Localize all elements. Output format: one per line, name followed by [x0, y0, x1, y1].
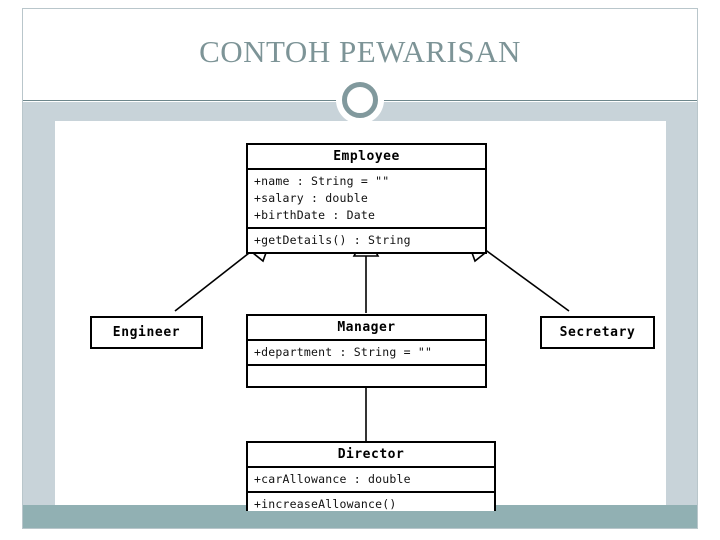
uml-operations: +increaseAllowance(): [248, 491, 494, 511]
uml-class-manager[interactable]: Manager +department : String = "": [246, 314, 487, 388]
uml-attribute: +department : String = "": [254, 345, 433, 359]
ring-icon: [342, 82, 378, 118]
uml-operation: +increaseAllowance(): [254, 497, 397, 511]
uml-class-name: Secretary: [559, 325, 636, 340]
uml-diagram: Employee +name : String = "" +salary : d…: [55, 121, 666, 511]
uml-attributes: +name : String = "" +salary : double +bi…: [248, 168, 485, 227]
uml-attribute: +birthDate : Date: [254, 208, 376, 222]
uml-class-director[interactable]: Director +carAllowance : double +increas…: [246, 441, 496, 511]
uml-class-engineer[interactable]: Engineer: [90, 316, 203, 349]
uml-class-secretary[interactable]: Secretary: [540, 316, 655, 349]
uml-class-employee[interactable]: Employee +name : String = "" +salary : d…: [246, 143, 487, 254]
uml-class-name: Engineer: [112, 325, 181, 340]
uml-operations: +getDetails() : String: [248, 227, 485, 252]
uml-operation: +getDetails() : String: [254, 233, 411, 247]
uml-class-name: Employee: [333, 149, 400, 164]
page-title: CONTOH PEWARISAN: [199, 34, 521, 69]
edge-engineer-employee: [174, 245, 259, 312]
uml-class-name: Manager: [337, 320, 396, 335]
uml-attribute: +salary : double: [254, 191, 368, 205]
edge-secretary-employee: [479, 245, 570, 312]
uml-attributes: +department : String = "": [248, 339, 485, 364]
uml-attributes: +carAllowance : double: [248, 466, 494, 491]
uml-operations: [248, 364, 485, 386]
uml-attribute: +carAllowance : double: [254, 472, 411, 486]
uml-attribute: +name : String = "": [254, 174, 390, 188]
uml-class-name: Director: [337, 447, 405, 462]
